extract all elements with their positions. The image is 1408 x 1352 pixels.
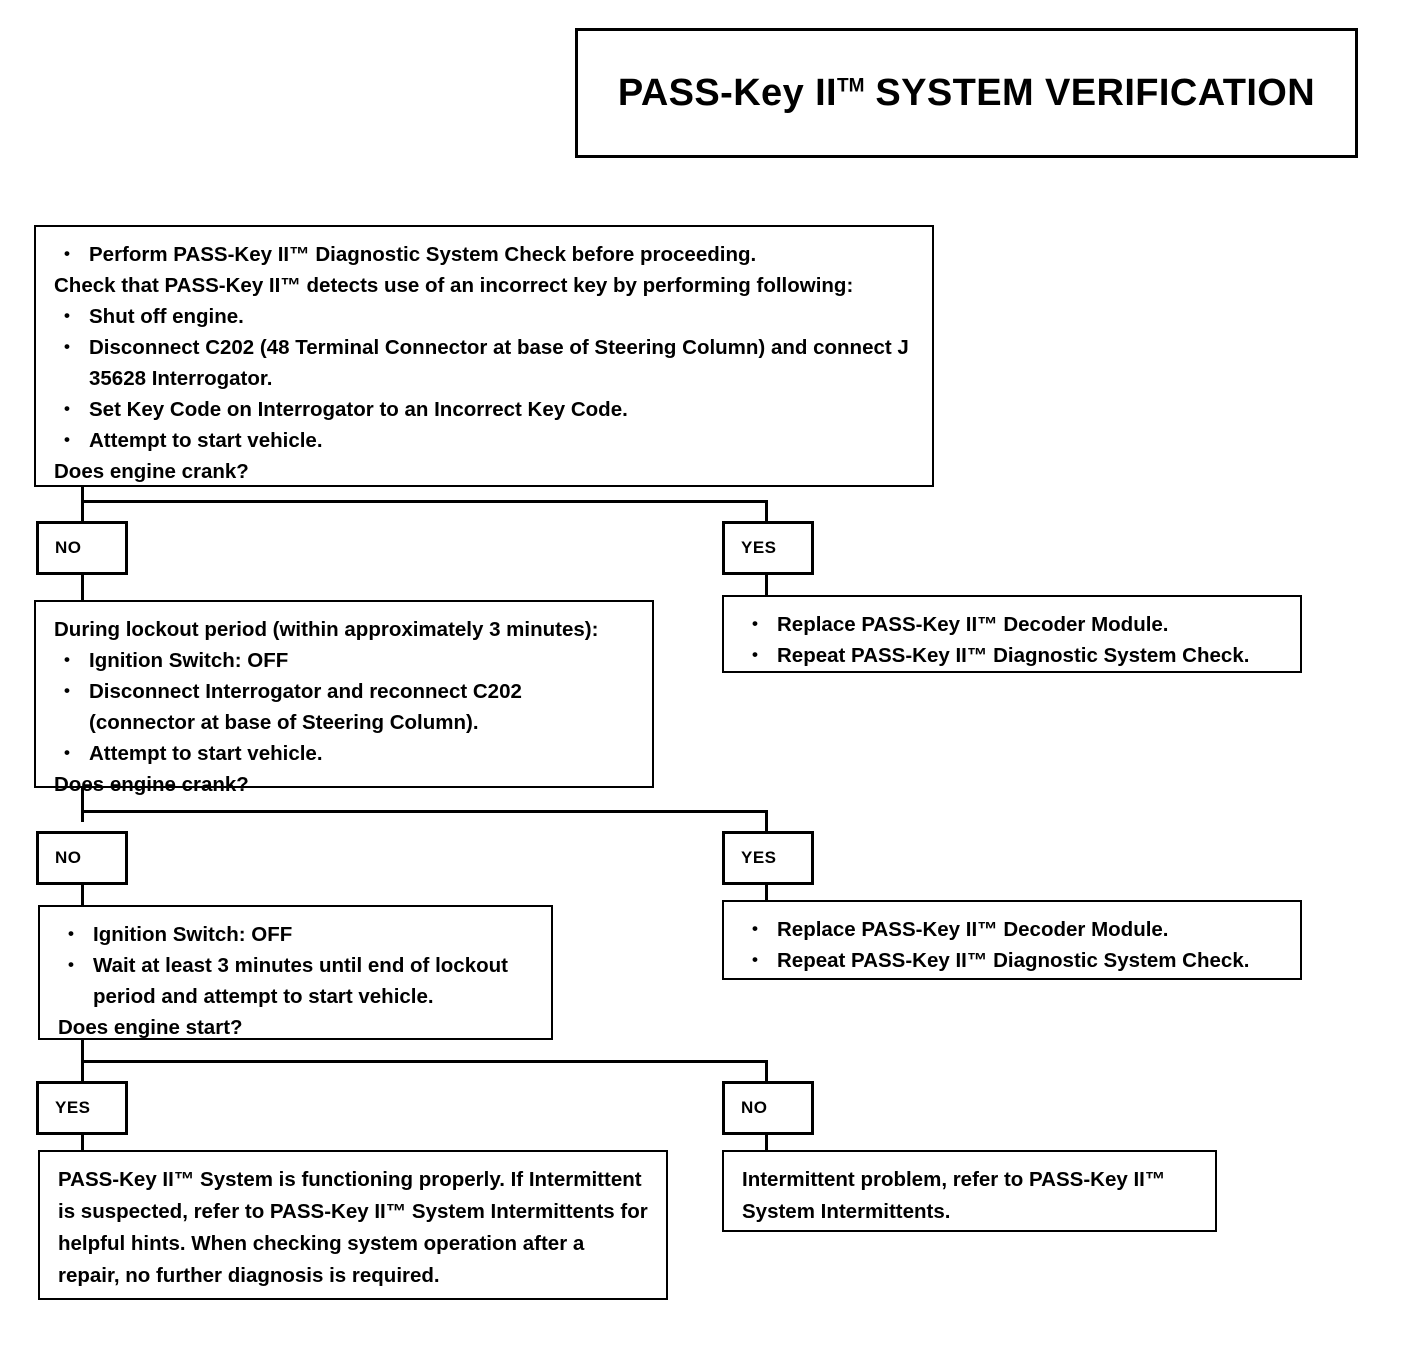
list-item: Shut off engine. — [54, 300, 916, 332]
decoder-action-bullet-list-1: Replace PASS-Key II™ Decoder Module. Rep… — [742, 608, 1284, 671]
lockout-question: Does engine crank? — [54, 773, 249, 796]
decision-yes-row3[interactable]: YES — [36, 1081, 128, 1135]
page-title: PASS-Key IITM SYSTEM VERIFICATION — [618, 72, 1315, 115]
connector-vertical — [81, 1135, 84, 1153]
decision-label: NO — [55, 848, 82, 867]
connector-vertical — [81, 487, 84, 521]
wait-question: Does engine start? — [58, 1016, 243, 1039]
wait-bullet-list: Ignition Switch: OFF Wait at least 3 min… — [58, 918, 535, 1012]
connector-vertical — [765, 1060, 768, 1081]
decision-no-row2[interactable]: NO — [36, 831, 128, 885]
list-item: Wait at least 3 minutes until end of loc… — [58, 949, 535, 1012]
decision-label: YES — [741, 848, 777, 867]
list-item: Disconnect C202 (48 Terminal Connector a… — [54, 331, 909, 394]
decision-label: NO — [55, 538, 82, 557]
final-system-ok-box: PASS-Key II™ System is functioning prope… — [38, 1150, 668, 1300]
decision-label: YES — [741, 538, 777, 557]
list-item: Repeat PASS-Key II™ Diagnostic System Ch… — [742, 944, 1284, 976]
connector-vertical — [765, 885, 768, 902]
decoder-action-box-2: Replace PASS-Key II™ Decoder Module. Rep… — [722, 900, 1302, 980]
list-item: Replace PASS-Key II™ Decoder Module. — [742, 608, 1284, 640]
list-item: Attempt to start vehicle. — [54, 424, 916, 456]
list-item: Attempt to start vehicle. — [54, 737, 636, 769]
decision-yes-row1[interactable]: YES — [722, 521, 814, 575]
final-intermittent-text: Intermittent problem, refer to PASS-Key … — [742, 1168, 1166, 1223]
lockout-heading: During lockout period (within approximat… — [54, 618, 599, 641]
final-system-ok-text: PASS-Key II™ System is functioning prope… — [58, 1168, 648, 1287]
list-item: Repeat PASS-Key II™ Diagnostic System Ch… — [742, 639, 1284, 671]
list-item: Ignition Switch: OFF — [58, 918, 535, 950]
list-item: Perform PASS-Key II™ Diagnostic System C… — [54, 238, 916, 270]
list-item: Ignition Switch: OFF — [54, 644, 636, 676]
connector-horizontal — [81, 500, 767, 503]
step-1-bullet-list: Shut off engine. Disconnect C202 (48 Ter… — [54, 300, 916, 456]
list-item: Set Key Code on Interrogator to an Incor… — [54, 393, 916, 425]
step-1-box: Perform PASS-Key II™ Diagnostic System C… — [34, 225, 934, 487]
decoder-action-box-1: Replace PASS-Key II™ Decoder Module. Rep… — [722, 595, 1302, 673]
connector-vertical — [81, 885, 84, 907]
lockout-period-box: During lockout period (within approximat… — [34, 600, 654, 796]
connector-vertical — [81, 788, 84, 822]
decision-label: YES — [55, 1098, 91, 1117]
connector-vertical — [765, 810, 768, 831]
connector-vertical — [765, 500, 768, 521]
decision-label: NO — [741, 1098, 768, 1117]
trademark-symbol: TM — [837, 74, 865, 96]
wait-period-box: Ignition Switch: OFF Wait at least 3 min… — [38, 905, 553, 1040]
list-item: Replace PASS-Key II™ Decoder Module. — [742, 913, 1284, 945]
connector-vertical — [765, 575, 768, 595]
list-item: Disconnect Interrogator and reconnect C2… — [54, 675, 579, 738]
page-title-main: PASS-Key II — [617, 71, 837, 114]
step-1-intro: Check that PASS-Key II™ detects use of a… — [54, 274, 854, 297]
decision-no-row1[interactable]: NO — [36, 521, 128, 575]
page-title-banner: PASS-Key IITM SYSTEM VERIFICATION — [575, 28, 1358, 158]
step-1-top-bullet-list: Perform PASS-Key II™ Diagnostic System C… — [54, 238, 916, 270]
decision-no-row3[interactable]: NO — [722, 1081, 814, 1135]
decoder-action-bullet-list-2: Replace PASS-Key II™ Decoder Module. Rep… — [742, 913, 1284, 976]
page-title-suffix: SYSTEM VERIFICATION — [864, 71, 1316, 114]
lockout-bullet-list: Ignition Switch: OFF Disconnect Interrog… — [54, 644, 636, 769]
connector-vertical — [81, 575, 84, 600]
final-intermittent-box: Intermittent problem, refer to PASS-Key … — [722, 1150, 1217, 1232]
step-1-question: Does engine crank? — [54, 460, 249, 483]
decision-yes-row2[interactable]: YES — [722, 831, 814, 885]
connector-vertical — [765, 1135, 768, 1153]
connector-horizontal — [81, 1060, 767, 1063]
connector-horizontal — [81, 810, 767, 813]
